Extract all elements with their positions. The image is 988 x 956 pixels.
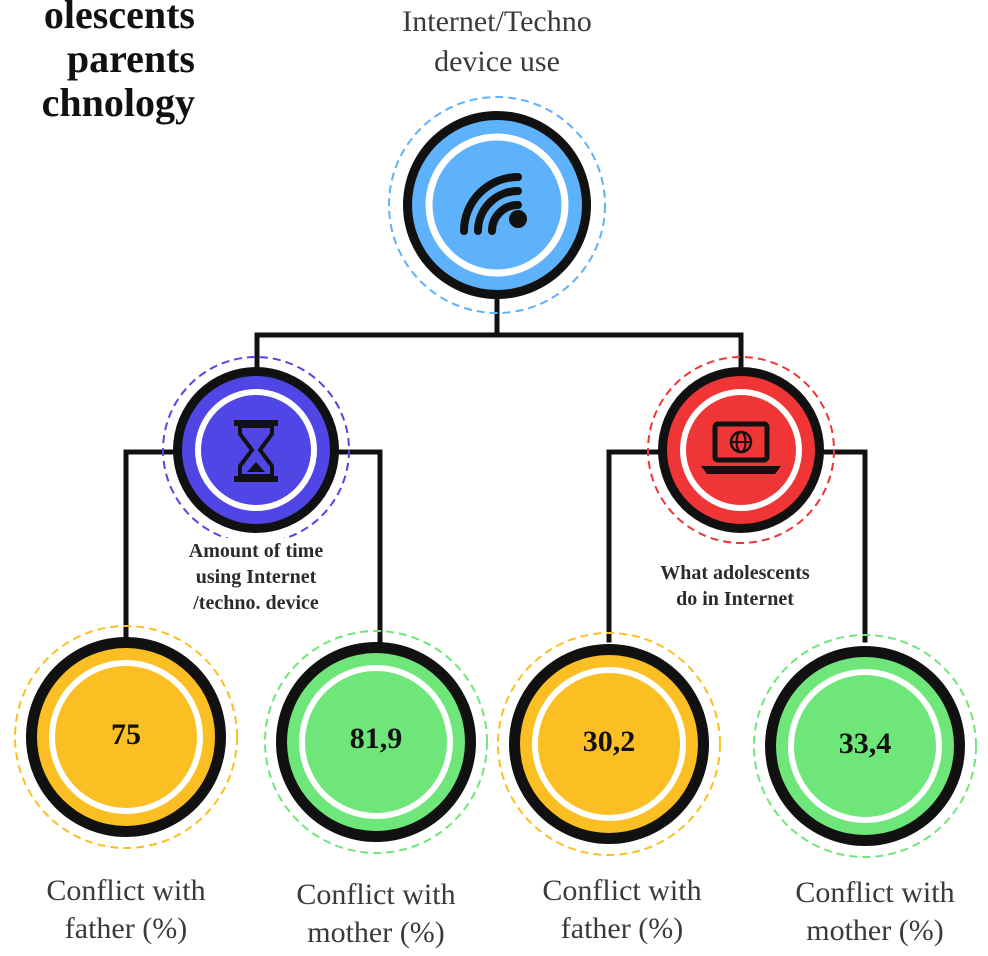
leaf-caption-2: Conflict with mother (%) [256,876,496,952]
leaf-caption-4-line-1: Conflict with [795,876,955,909]
leaf-caption-1-line-2: father (%) [64,912,188,945]
leaf-node-3 [497,632,721,856]
branch-node-time [162,356,350,544]
root-label-line-2: device use [434,45,560,78]
leaf-node-1 [14,625,238,849]
leaf-caption-4-line-2: mother (%) [806,914,944,947]
leaf-node-4 [753,634,977,858]
title-line-2: parents [66,36,195,81]
root-node [388,96,606,314]
leaf-caption-3: Conflict with father (%) [502,872,742,948]
root-label-line-1: Internet/Techno [402,5,592,38]
leaf-caption-2-line-2: mother (%) [307,916,445,949]
branch-node-activity [647,356,835,544]
leaf-caption-1: Conflict with father (%) [6,872,246,948]
branch-label-activity: What adolescents do in Internet [620,560,850,612]
title-line-1: olescents [43,0,195,37]
title-line-3: chnology [41,80,195,125]
leaf-value-4: 33,4 [838,727,892,760]
leaf-value-2: 81,9 [349,722,403,755]
leaf-value-3: 30,2 [582,725,636,758]
root-label: Internet/Techno device use [367,2,627,82]
branch-label-activity-line-1: What adolescents [660,562,810,584]
connector-right-branch [606,449,868,643]
branch-label-time: Amount of time using Internet /techno. d… [150,538,362,616]
connector-root-to-branches [254,297,744,383]
leaf-caption-2-line-1: Conflict with [296,878,456,911]
branch-label-time-line-3: /techno. device [193,592,319,614]
laptop-globe-icon [701,421,781,474]
branch-label-time-line-2: using Internet [195,566,317,588]
branch-label-time-line-1: Amount of time [188,540,324,562]
leaf-caption-3-line-1: Conflict with [542,874,702,907]
hourglass-icon [234,420,278,482]
leaf-caption-3-line-2: father (%) [560,912,684,945]
connector-lines [123,297,868,643]
branch-label-activity-line-2: do in Internet [676,588,794,610]
leaf-caption-1-line-1: Conflict with [46,874,206,907]
leaf-value-1: 75 [111,718,141,751]
diagram-title: olescents parents chnology [0,0,195,132]
connector-left-branch [123,449,383,643]
wifi-signal-icon [460,173,527,235]
leaf-node-2 [264,630,488,854]
leaf-caption-4: Conflict with mother (%) [755,874,988,950]
